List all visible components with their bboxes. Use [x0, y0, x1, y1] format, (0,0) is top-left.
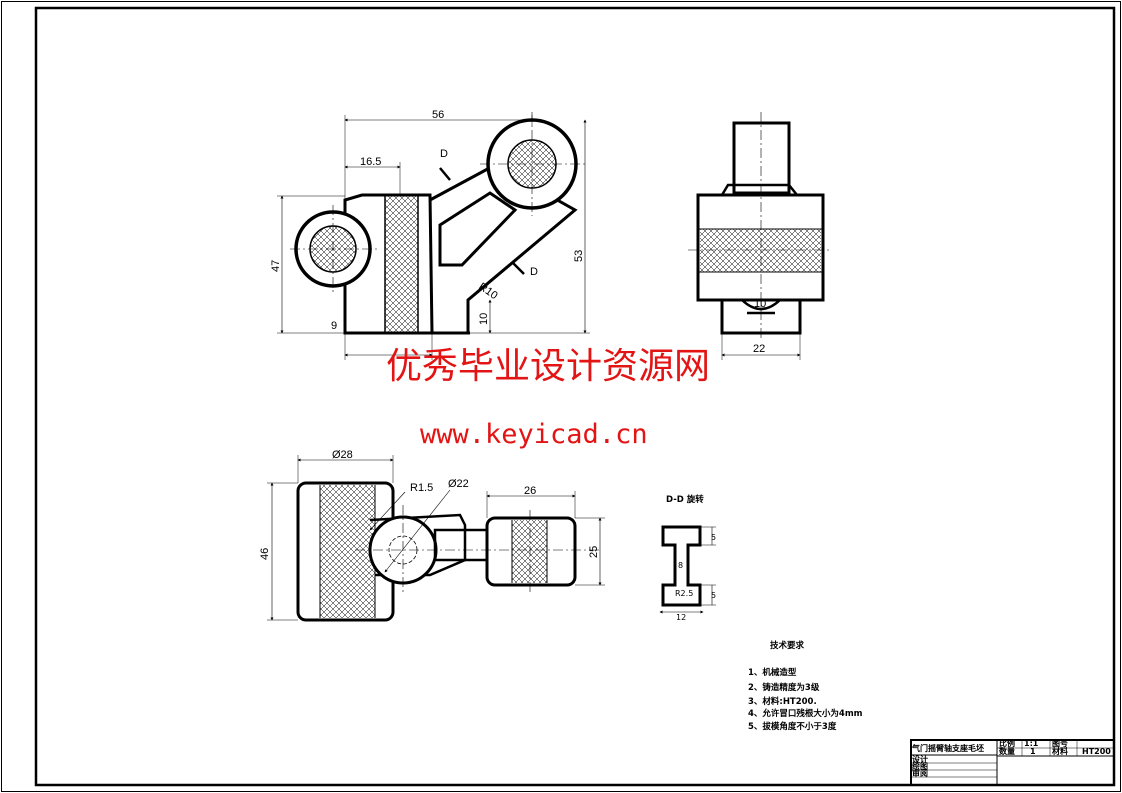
- inner-border: [34, 6, 1116, 787]
- watermark-url: www.keyicad.cn: [420, 419, 648, 450]
- tech-requirement-4: 4、允许冒口残根大小为4mm: [748, 708, 863, 719]
- design-label: 设计: [912, 754, 928, 764]
- dim-46: 46: [259, 548, 271, 560]
- side-view: [688, 112, 832, 360]
- watermark-title: 优秀毕业设计资源网: [386, 346, 710, 387]
- drawn-label: 绘图: [912, 761, 928, 771]
- tech-requirements-title: 技术要求: [770, 640, 805, 651]
- dim-10-side: 10: [754, 298, 766, 310]
- dim-section-5-top: 5: [711, 533, 716, 542]
- dim-47: 47: [270, 260, 282, 272]
- dim-section-r2-5: R2.5: [675, 589, 693, 598]
- review-label: 审阅: [912, 768, 928, 778]
- section-title: D-D 旋转: [666, 494, 704, 505]
- dim-section-5-bottom: 5: [711, 591, 716, 600]
- dim-dia-22: Ø22: [448, 478, 469, 490]
- tech-requirement-2: 2、铸造精度为3级: [748, 682, 820, 693]
- qty-label: 数量: [999, 746, 1015, 756]
- section-dd: [659, 525, 716, 614]
- dim-22-side: 22: [753, 343, 765, 355]
- dim-26: 26: [524, 485, 536, 497]
- dim-r10: R10: [476, 281, 499, 302]
- top-view: [267, 455, 605, 622]
- dim-53: 53: [573, 250, 585, 262]
- qty-value: 1: [1030, 747, 1036, 756]
- dim-10: 10: [478, 313, 490, 325]
- dim-25: 25: [588, 546, 600, 558]
- dim-16-5: 16.5: [360, 156, 381, 168]
- dim-r1-5: R1.5: [410, 482, 433, 494]
- dim-56: 56: [432, 109, 444, 121]
- material-value: HT200: [1082, 747, 1111, 756]
- scale-label: 比例: [999, 738, 1015, 748]
- dim-section-8: 8: [678, 561, 683, 570]
- dim-9: 9: [331, 320, 337, 332]
- drawing-no-label: 图号: [1052, 739, 1068, 748]
- tech-requirement-5: 5、拔模角度不小于3度: [748, 721, 837, 732]
- scale-value: 1:1: [1024, 739, 1039, 748]
- title-block: [910, 739, 1115, 786]
- tech-requirement-3: 3、材料:HT200.: [748, 696, 817, 707]
- section-mark-d-bottom: D: [530, 266, 538, 278]
- material-label: 材料: [1052, 746, 1068, 756]
- front-view: [277, 112, 590, 360]
- tech-requirement-1: 1、机械造型: [748, 667, 797, 678]
- section-mark-d-top: D: [440, 148, 448, 160]
- dim-dia-28: Ø28: [332, 449, 353, 461]
- part-name: 气门摇臂轴支座毛坯: [911, 743, 984, 753]
- dim-section-12: 12: [676, 613, 686, 622]
